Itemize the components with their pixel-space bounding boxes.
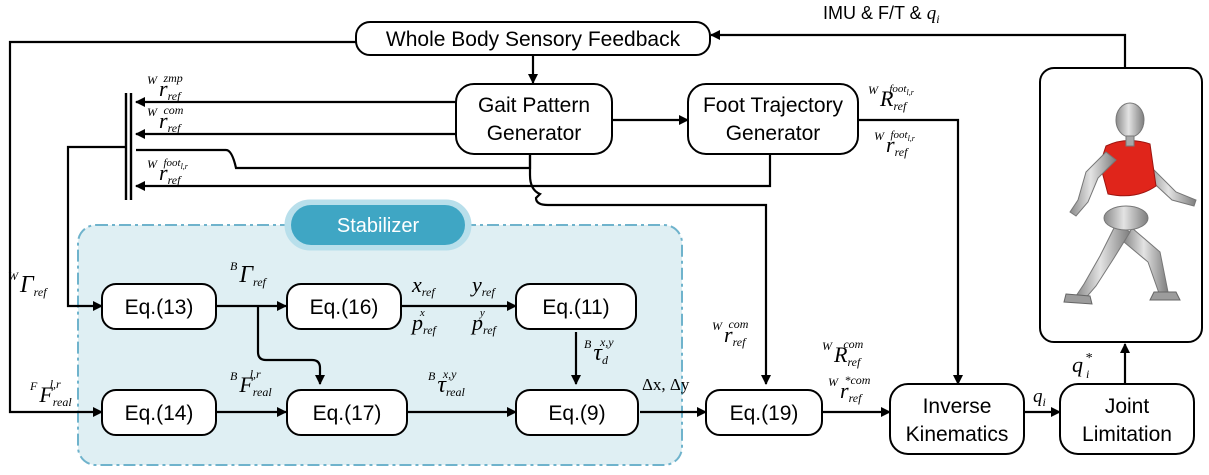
r-foot-right-label: Wrreffootl,r <box>874 129 916 159</box>
eq13-block <box>101 283 217 330</box>
r-zmp-label: Wrrefzmp <box>147 71 183 103</box>
gamma-to-eq17-arrow <box>256 306 325 385</box>
x-ref-label: xref <box>411 272 436 299</box>
eq9-block <box>515 389 639 436</box>
bus-to-eq13-arrow <box>66 145 126 311</box>
gait-label-line1: Gait Pattern <box>478 94 590 117</box>
q-i-label: qi <box>1033 386 1046 409</box>
robot-feedback-arrow <box>710 30 1127 68</box>
ik-label-line2: Kinematics <box>906 423 1009 446</box>
sensory-left-loop <box>8 40 356 417</box>
eq9-label: Eq.(9) <box>548 402 605 425</box>
whole-body-feedback-label: Whole Body Sensory Feedback <box>386 28 681 51</box>
r-com-eq19-label: Wrrefcom <box>712 317 749 349</box>
whole-body-feedback-block <box>355 21 711 56</box>
ik-label-line1: Inverse <box>923 395 992 418</box>
foot-to-ik-arrow <box>858 118 963 385</box>
gait-pattern-generator-block <box>455 83 613 155</box>
jl-label-line1: Joint <box>1105 395 1150 418</box>
force-real-world-label: FFreall,r <box>29 377 72 409</box>
r-star-com-label: Wrref*com <box>828 373 871 405</box>
q-star-i-label: q*i <box>1072 351 1092 381</box>
eq17-label: Eq.(17) <box>313 402 382 425</box>
p-ref-x-label: prefx <box>410 307 438 337</box>
p-ref-y-label: prefy <box>470 307 498 337</box>
gamma-ref-base-label: BΓref <box>230 259 268 289</box>
R-com-label: WRrefcom <box>822 337 864 369</box>
gait-label-line2: Generator <box>487 122 582 145</box>
stabilizer-tab <box>291 205 465 245</box>
humanoid-robot-icon <box>1063 102 1197 305</box>
eq19-block <box>705 389 823 436</box>
gait-foot-line <box>136 148 532 170</box>
foot-label-line1: Foot Trajectory <box>703 94 844 117</box>
jl-label-line2: Limitation <box>1082 423 1172 446</box>
eq13-label: Eq.(13) <box>125 296 194 319</box>
eq16-block <box>286 283 402 330</box>
eq17-block <box>286 389 408 436</box>
stabilizer-label: Stabilizer <box>337 215 420 237</box>
inverse-kinematics-block <box>889 383 1025 455</box>
eq19-label: Eq.(19) <box>730 402 799 425</box>
r-foot-left-label: Wrreffootl,r <box>147 157 189 187</box>
gait-to-eq19-arrow <box>528 152 771 385</box>
eq11-label: Eq.(11) <box>542 296 609 319</box>
r-com-label: Wrrefcom <box>147 103 184 135</box>
tau-real-label: Bτrealx,y <box>428 367 465 399</box>
force-real-base-label: BFreall,r <box>230 367 272 399</box>
eq14-label: Eq.(14) <box>125 402 194 425</box>
eq11-block <box>515 283 637 330</box>
R-foot-right-label: WRreffootl,r <box>868 83 915 113</box>
connectors <box>8 30 1130 417</box>
gamma-ref-world-label: WΓref <box>8 269 48 299</box>
delta-xy-label: Δx, Δy <box>642 375 690 394</box>
y-ref-label: yref <box>470 272 496 299</box>
sensor-signal-label: IMU & F/T & qi <box>823 3 940 26</box>
eq16-label: Eq.(16) <box>310 296 379 319</box>
foot-to-bus-arrow <box>135 155 772 191</box>
foot-label-line2: Generator <box>726 122 821 145</box>
foot-trajectory-generator-block <box>687 83 859 155</box>
eq14-block <box>101 389 217 436</box>
tau-d-label: Bτdx,y <box>584 335 614 367</box>
joint-limitation-block <box>1059 383 1195 455</box>
